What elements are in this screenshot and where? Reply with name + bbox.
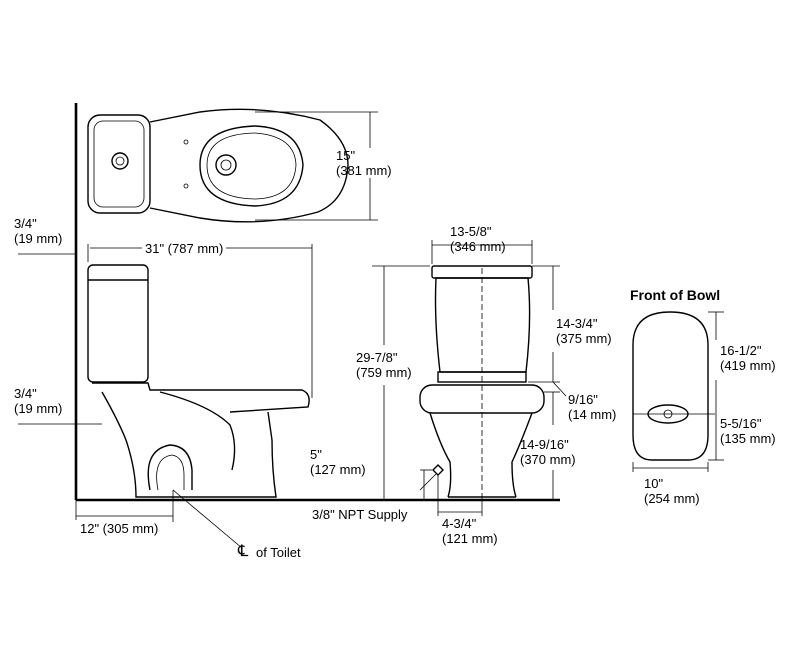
- rough-in-label: 12" (305 mm): [80, 521, 159, 536]
- overall-height-in: 29-7/8": [356, 350, 398, 365]
- side-view: [18, 244, 313, 498]
- rim-height-in: 14-9/16": [520, 437, 569, 452]
- rough-in-dimension: [75, 489, 243, 549]
- supply-height-mm: (127 mm): [310, 462, 366, 477]
- tank-gap-mm: (14 mm): [568, 407, 617, 422]
- bowl-front-outlet-mm: (135 mm): [720, 431, 776, 446]
- tank-height-in: 14-3/4": [556, 316, 598, 331]
- bowl-front-width-mm: (254 mm): [644, 491, 700, 506]
- tank-gap-in: 9/16": [568, 392, 598, 407]
- front-of-bowl-title: Front of Bowl: [630, 287, 721, 303]
- overall-height-mm: (759 mm): [356, 365, 412, 380]
- tank-width-in: 13-5/8": [450, 224, 492, 239]
- front-view: [372, 240, 567, 516]
- bowl-width-in: 15": [336, 148, 356, 163]
- supply-height-in: 5": [310, 447, 322, 462]
- front-of-bowl-view: [632, 311, 724, 472]
- bowl-front-outlet-in: 5-5/16": [720, 416, 762, 431]
- wall-offset-side-mm: (19 mm): [14, 401, 63, 416]
- overall-length-label: 31" (787 mm): [142, 241, 227, 256]
- tank-height-mm: (375 mm): [556, 331, 612, 346]
- bowl-width-mm: (381 mm): [336, 163, 392, 178]
- centerline-label: of Toilet: [256, 545, 301, 560]
- bowl-front-length-in: 16-1/2": [720, 343, 762, 358]
- bowl-front-width-in: 10": [644, 476, 664, 491]
- top-view: [87, 108, 378, 223]
- tank-width-mm: (346 mm): [450, 239, 506, 254]
- wall-and-floor: [74, 103, 560, 502]
- wall-offset-top-mm: (19 mm): [14, 231, 63, 246]
- bowl-front-length-mm: (419 mm): [720, 358, 776, 373]
- rim-height-mm: (370 mm): [520, 452, 576, 467]
- wall-offset-top-in: 3/4": [14, 216, 37, 231]
- supply-label: 3/8" NPT Supply: [312, 507, 408, 522]
- wall-offset-side-in: 3/4": [14, 386, 37, 401]
- supply-offset-in: 4-3/4": [442, 516, 477, 531]
- centerline-symbol: ℄: [238, 543, 249, 560]
- supply-offset-mm: (121 mm): [442, 531, 498, 546]
